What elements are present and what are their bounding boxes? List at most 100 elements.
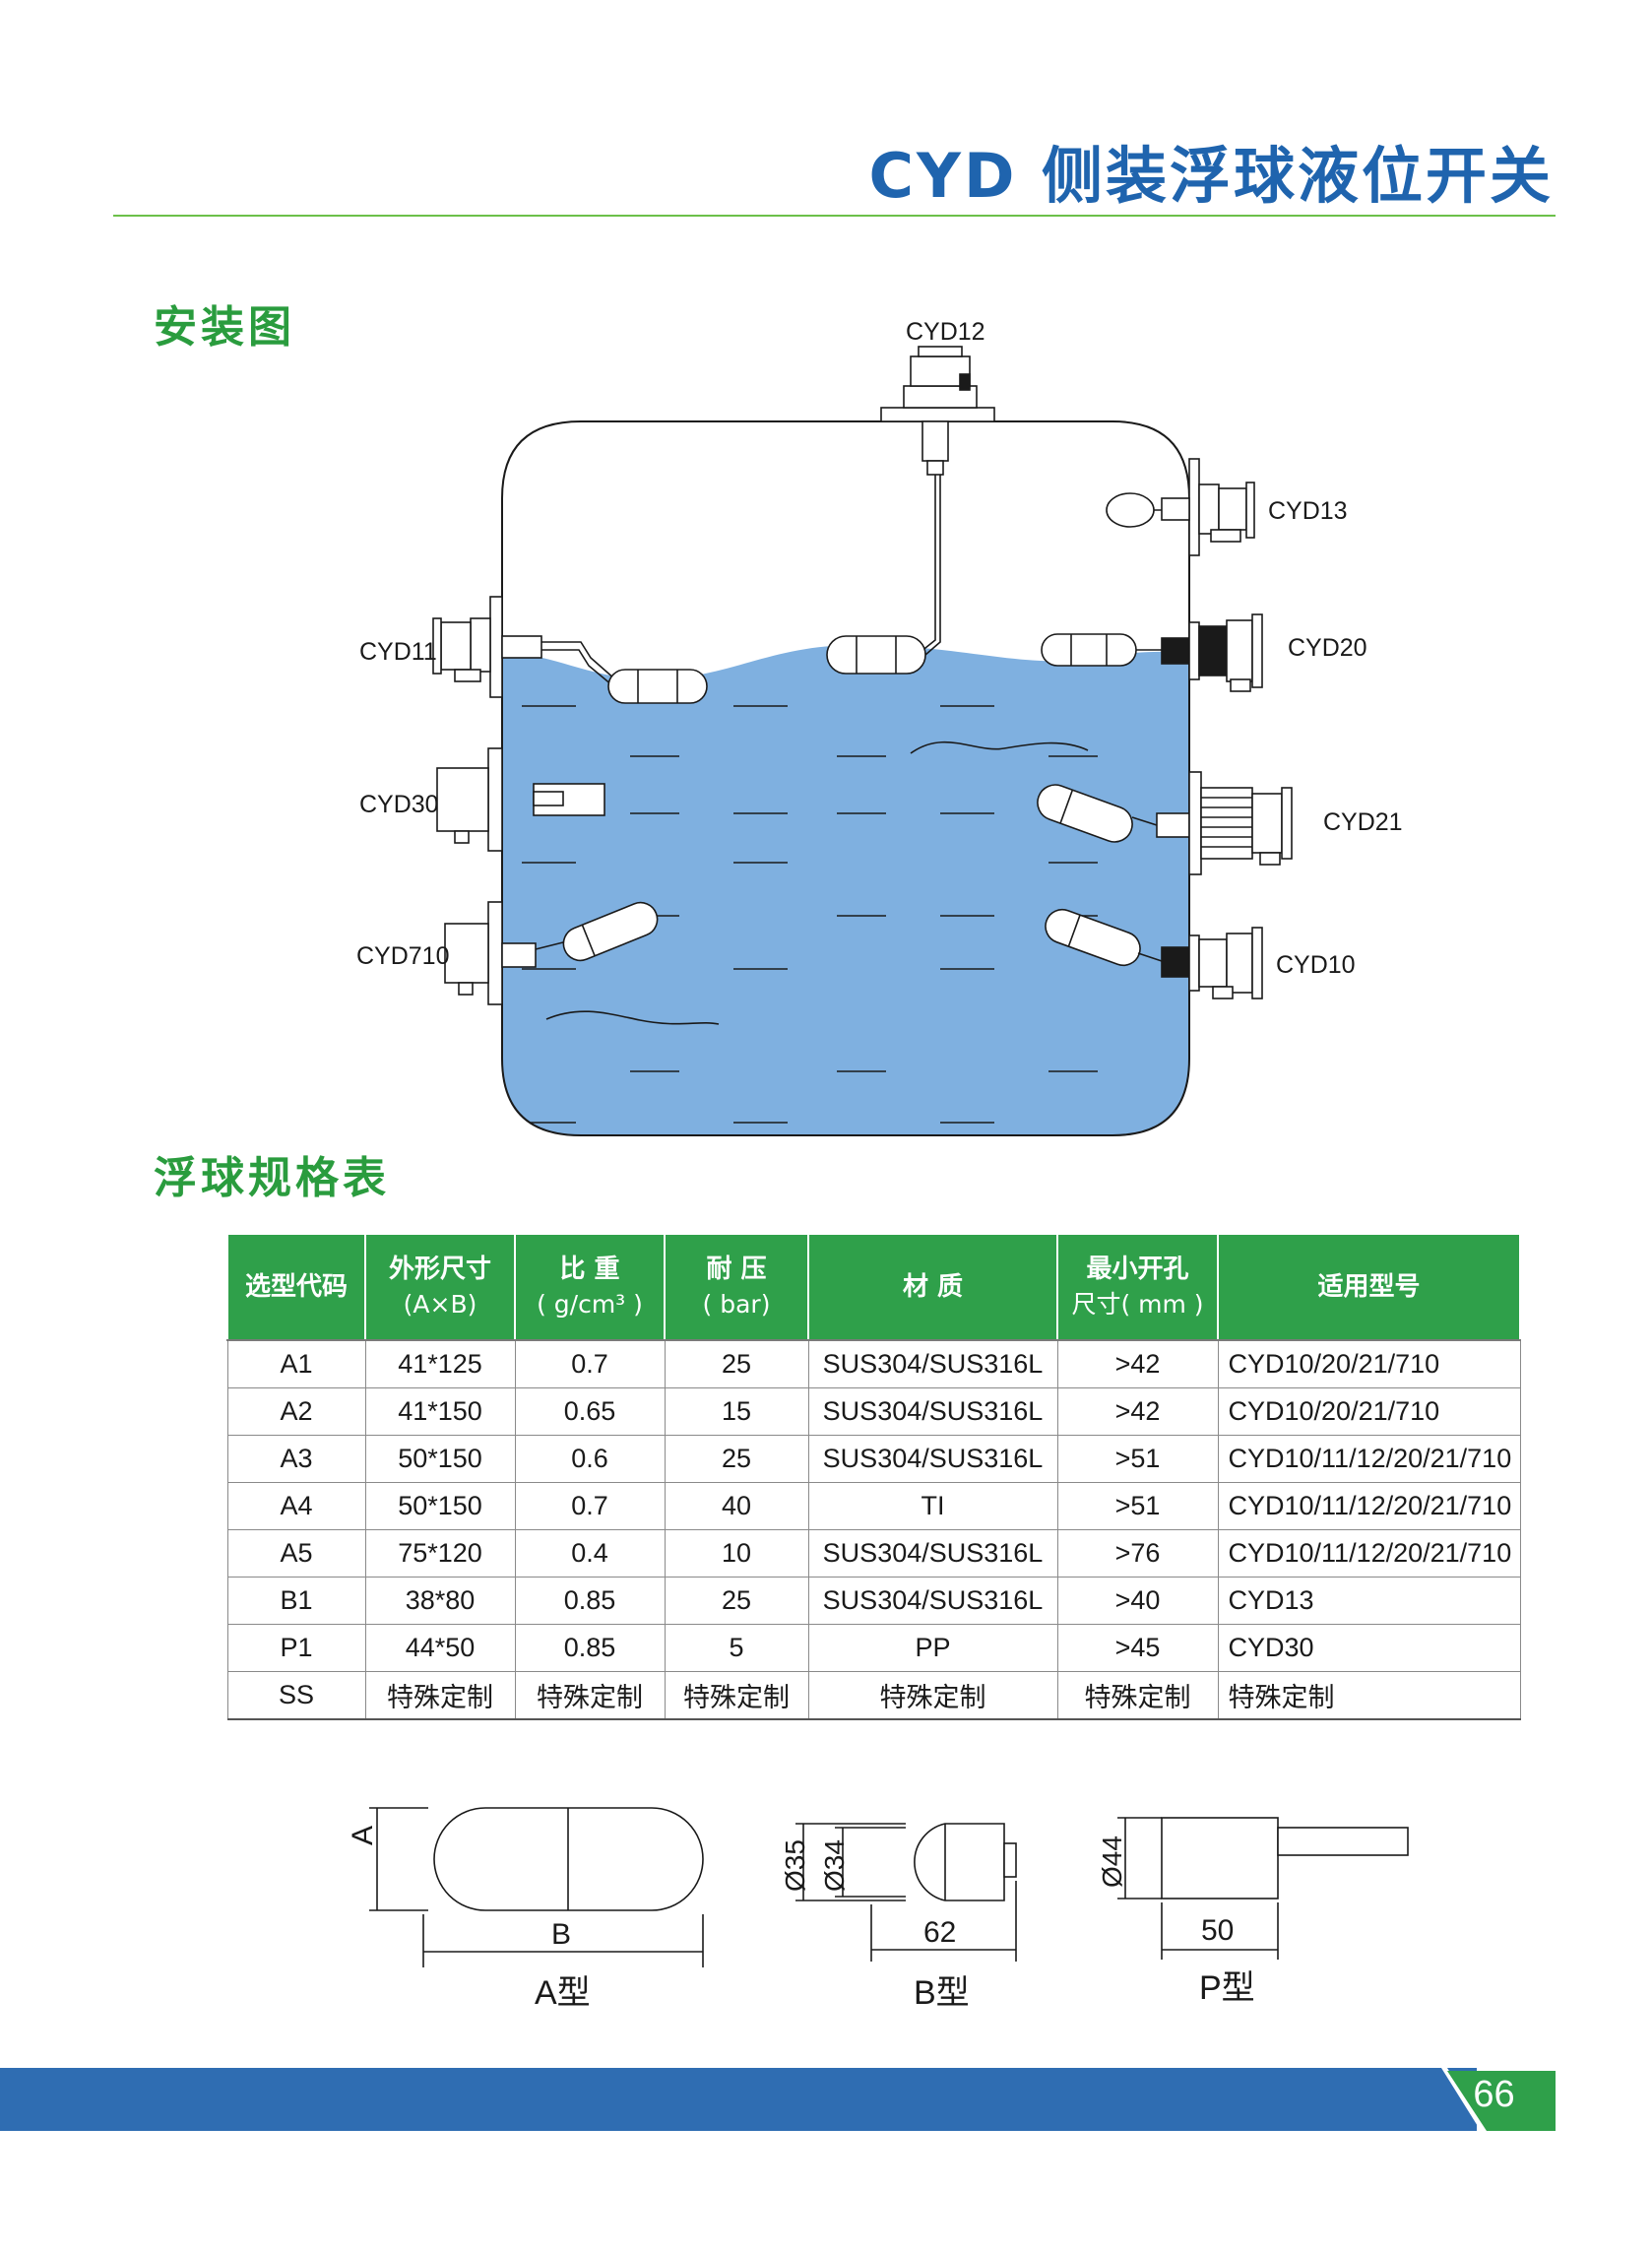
table-cell: >51: [1056, 1435, 1219, 1483]
float-b-dim-d2: Ø34: [819, 1839, 850, 1892]
table-cell: CYD10/11/12/20/21/710: [1217, 1529, 1521, 1578]
table-cell: CYD10/20/21/710: [1217, 1387, 1521, 1436]
float-a-dim-b: B: [551, 1918, 571, 1951]
table-cell: 0.85: [514, 1577, 666, 1625]
label-cyd12: CYD12: [906, 318, 985, 346]
table-cell: 15: [664, 1387, 809, 1436]
table-cell: 38*80: [364, 1577, 516, 1625]
table-cell: 40: [664, 1482, 809, 1530]
float-a-drawing: [369, 1807, 704, 1967]
float-a-caption: A型: [535, 1974, 591, 2012]
table-cell: B1: [226, 1577, 366, 1625]
column-header: 外形尺寸(A×B): [364, 1233, 516, 1341]
table-cell: >42: [1056, 1387, 1219, 1436]
table-cell: >45: [1056, 1624, 1219, 1672]
footer-bar: [0, 2068, 1477, 2131]
table-cell: A2: [226, 1387, 366, 1436]
cyd12-switch: [826, 346, 995, 675]
tank-outline: [501, 420, 1190, 1136]
float-drawings: A B A型 Ø35 Ø34 62 B型 Ø44 50 P型: [347, 1807, 1409, 2012]
table-cell: >51: [1056, 1482, 1219, 1530]
table-cell: CYD10/20/21/710: [1217, 1339, 1521, 1388]
cyd10-switch: [1045, 908, 1263, 999]
float-b-dim-d1: Ø35: [780, 1839, 810, 1892]
table-cell: P1: [226, 1624, 366, 1672]
table-cell: 0.85: [514, 1624, 666, 1672]
cyd710-switch: [444, 901, 659, 1005]
page-title: CYD 侧装浮球液位开关: [868, 140, 1554, 212]
table-cell: PP: [807, 1624, 1058, 1672]
cyd30-switch: [436, 747, 605, 852]
table-cell: 25: [664, 1577, 809, 1625]
cyd21-switch: [1037, 771, 1293, 875]
table-cell: SUS304/SUS316L: [807, 1435, 1058, 1483]
spec-heading: 浮球规格表: [154, 1153, 390, 1203]
table-header-row: 选型代码 外形尺寸(A×B) 比 重( g/cm³ ) 耐 压( bar) 材 …: [226, 1233, 1521, 1341]
table-cell: SUS304/SUS316L: [807, 1529, 1058, 1578]
table-cell: 特殊定制: [1056, 1671, 1219, 1720]
table-cell: 75*120: [364, 1529, 516, 1578]
table-cell: A1: [226, 1339, 366, 1388]
cyd13-switch: [1106, 458, 1255, 556]
table-cell: >76: [1056, 1529, 1219, 1578]
table-cell: A5: [226, 1529, 366, 1578]
table-cell: CYD30: [1217, 1624, 1521, 1672]
table-cell: >42: [1056, 1339, 1219, 1388]
label-cyd21: CYD21: [1323, 808, 1403, 836]
table-cell: 特殊定制: [807, 1671, 1058, 1720]
label-cyd13: CYD13: [1268, 497, 1348, 525]
column-header: 材 质: [807, 1233, 1058, 1341]
table-cell: 特殊定制: [664, 1671, 809, 1720]
float-a-dim-a: A: [347, 1826, 379, 1845]
float-b-caption: B型: [914, 1974, 970, 2012]
table-cell: 50*150: [364, 1482, 516, 1530]
table-cell: 0.7: [514, 1339, 666, 1388]
table-cell: SUS304/SUS316L: [807, 1387, 1058, 1436]
page-number: 66: [1473, 2074, 1515, 2115]
float-p-dim-d: Ø44: [1097, 1835, 1127, 1888]
table-cell: 5: [664, 1624, 809, 1672]
float-p-dim-len: 50: [1201, 1914, 1234, 1947]
label-cyd710: CYD710: [356, 942, 450, 970]
table-cell: 0.7: [514, 1482, 666, 1530]
float-p-caption: P型: [1199, 1969, 1255, 2007]
table-cell: 0.4: [514, 1529, 666, 1578]
column-header: 选型代码: [226, 1233, 366, 1341]
install-heading: 安装图: [154, 302, 295, 353]
table-cell: A3: [226, 1435, 366, 1483]
float-b-drawing: [795, 1823, 1017, 1962]
table-cell: 特殊定制: [514, 1671, 666, 1720]
float-p-drawing: [1117, 1817, 1409, 1960]
table-cell: >40: [1056, 1577, 1219, 1625]
installation-diagram: CYD12 CYD13 CYD11 CYD20 CYD30 CYD21 CYD7…: [356, 318, 1403, 1136]
column-header: 比 重( g/cm³ ): [514, 1233, 666, 1341]
table-cell: 0.65: [514, 1387, 666, 1436]
footer-wedge: [1398, 2068, 1556, 2131]
title-rule: [113, 215, 1556, 217]
cyd11-switch: [432, 596, 708, 704]
table-cell: 44*50: [364, 1624, 516, 1672]
table-cell: 10: [664, 1529, 809, 1578]
table-cell: 25: [664, 1435, 809, 1483]
column-header: 适用型号: [1217, 1233, 1521, 1341]
float-b-dim-len: 62: [923, 1916, 956, 1949]
label-cyd10: CYD10: [1276, 951, 1356, 979]
tank-liquid: [502, 645, 1189, 1135]
table-cell: CYD10/11/12/20/21/710: [1217, 1435, 1521, 1483]
column-header: 耐 压( bar): [664, 1233, 809, 1341]
table-cell: SS: [226, 1671, 366, 1720]
table-cell: TI: [807, 1482, 1058, 1530]
table-cell: 特殊定制: [1217, 1671, 1521, 1720]
table-cell: 特殊定制: [364, 1671, 516, 1720]
table-cell: A4: [226, 1482, 366, 1530]
label-cyd30: CYD30: [359, 791, 439, 818]
label-cyd11: CYD11: [359, 638, 437, 666]
table-cell: 0.6: [514, 1435, 666, 1483]
float-spec-table: 选型代码 外形尺寸(A×B) 比 重( g/cm³ ) 耐 压( bar) 材 …: [226, 1233, 1521, 1720]
